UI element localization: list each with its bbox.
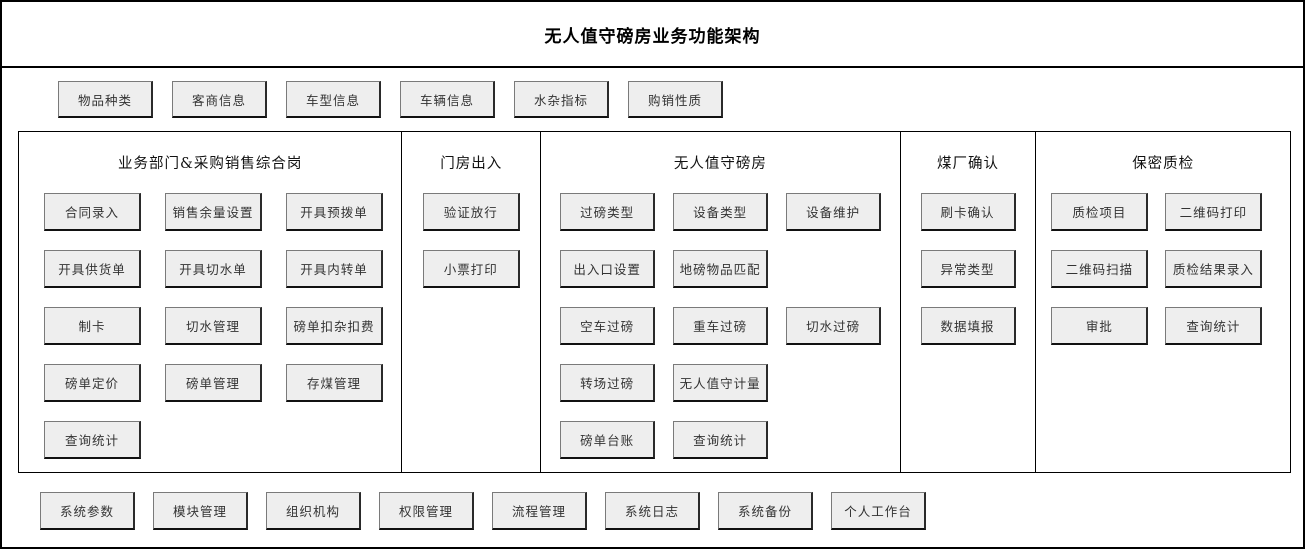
box-moisture-index: 水杂指标 [514,81,609,118]
box-row: 转场过磅 无人值守计量 [560,364,899,402]
box-qc-result-entry: 质检结果录入 [1165,250,1263,288]
column-rows: 合同录入 销售余量设置 开具预拨单 开具供货单 开具切水单 开具内转单 制卡 切… [19,193,401,459]
box-entrance-exit-setting: 出入口设置 [560,250,656,288]
column-header: 无人值守磅房 [673,156,767,172]
box-weighbridge-item-matching: 地磅物品匹配 [673,250,769,288]
box-issue-internal-transfer-slip: 开具内转单 [286,250,383,288]
box-vehicle-model-info: 车型信息 [286,81,381,118]
column-rows: 过磅类型 设备类型 设备维护 出入口设置 地磅物品匹配 空车过磅 重车过磅 切水… [541,193,899,459]
box-system-parameters: 系统参数 [40,492,135,530]
column-header: 门房出入 [440,156,503,172]
box-approval: 审批 [1051,307,1149,345]
box-row: 查询统计 [44,421,401,459]
box-query-statistics: 查询统计 [44,421,141,459]
column-unattended-weighbridge: 无人值守磅房 过磅类型 设备类型 设备维护 出入口设置 地磅物品匹配 空车过磅 … [541,132,901,472]
box-row: 刷卡确认 [920,193,1016,231]
box-personal-workbench: 个人工作台 [831,492,926,530]
box-query-statistics: 查询统计 [1165,307,1263,345]
box-issue-supply-slip: 开具供货单 [44,250,141,288]
box-issue-preallocation-slip: 开具预拨单 [286,193,383,231]
box-qr-code-printing: 二维码打印 [1165,193,1263,231]
box-row: 质检项目 二维码打印 [1051,193,1290,231]
box-row: 异常类型 [920,250,1016,288]
box-vehicle-info: 车辆信息 [400,81,495,118]
box-row: 开具供货单 开具切水单 开具内转单 [44,250,401,288]
box-qr-code-scanning: 二维码扫描 [1051,250,1149,288]
box-row: 合同录入 销售余量设置 开具预拨单 [44,193,401,231]
box-row: 出入口设置 地磅物品匹配 [560,250,899,288]
box-loaded-vehicle-weighing: 重车过磅 [673,307,769,345]
column-business-dept: 业务部门&采购销售综合岗 合同录入 销售余量设置 开具预拨单 开具供货单 开具切… [19,132,403,472]
box-transfer-weighing: 转场过磅 [560,364,656,402]
box-slip-ledger: 磅单台账 [560,421,656,459]
box-card-making: 制卡 [44,307,141,345]
box-process-management: 流程管理 [492,492,587,530]
box-water-cut-management: 切水管理 [165,307,262,345]
box-device-maintenance: 设备维护 [786,193,882,231]
box-verify-release: 验证放行 [422,193,520,231]
page-title: 无人值守磅房业务功能架构 [544,26,761,47]
column-confidential-qc: 保密质检 质检项目 二维码打印 二维码扫描 质检结果录入 审批 查询统计 [1036,132,1290,472]
box-slip-management: 磅单管理 [165,364,262,402]
box-organization-structure: 组织机构 [266,492,361,530]
box-purchase-sale-type: 购销性质 [628,81,723,118]
box-slip-pricing: 磅单定价 [44,364,141,402]
box-system-backup: 系统备份 [718,492,813,530]
box-data-filling: 数据填报 [920,307,1016,345]
box-unattended-metering: 无人值守计量 [673,364,769,402]
column-header: 煤厂确认 [937,156,999,172]
box-weighing-type: 过磅类型 [560,193,656,231]
box-query-statistics: 查询统计 [673,421,769,459]
box-row: 过磅类型 设备类型 设备维护 [560,193,899,231]
column-gate-house: 门房出入 验证放行 小票打印 [402,132,542,472]
box-system-log: 系统日志 [605,492,700,530]
system-modules-row: 系统参数 模块管理 组织机构 权限管理 流程管理 系统日志 系统备份 个人工作台 [40,492,926,530]
box-ticket-printing: 小票打印 [422,250,520,288]
column-coal-plant-confirmation: 煤厂确认 刷卡确认 异常类型 数据填报 [901,132,1037,472]
main-panel: 业务部门&采购销售综合岗 合同录入 销售余量设置 开具预拨单 开具供货单 开具切… [18,131,1291,473]
box-empty-vehicle-weighing: 空车过磅 [560,307,656,345]
box-device-type: 设备类型 [673,193,769,231]
box-water-cut-weighing: 切水过磅 [786,307,882,345]
box-contract-entry: 合同录入 [44,193,141,231]
box-coal-storage-management: 存煤管理 [286,364,383,402]
box-permission-management: 权限管理 [379,492,474,530]
column-header: 保密质检 [1132,156,1195,172]
box-row: 空车过磅 重车过磅 切水过磅 [560,307,899,345]
box-exception-type: 异常类型 [920,250,1016,288]
box-slip-deduction: 磅单扣杂扣费 [286,307,383,345]
box-row: 数据填报 [920,307,1016,345]
box-row: 审批 查询统计 [1051,307,1290,345]
box-row: 磅单台账 查询统计 [560,421,899,459]
box-module-management: 模块管理 [153,492,248,530]
box-customer-info: 客商信息 [172,81,267,118]
column-rows: 刷卡确认 异常类型 数据填报 [901,193,1036,345]
column-rows: 验证放行 小票打印 [402,193,540,288]
title-bar: 无人值守磅房业务功能架构 [2,2,1303,68]
box-card-swipe-confirmation: 刷卡确认 [920,193,1016,231]
box-item-type: 物品种类 [58,81,153,118]
box-row: 制卡 切水管理 磅单扣杂扣费 [44,307,401,345]
box-row: 小票打印 [422,250,520,288]
column-rows: 质检项目 二维码打印 二维码扫描 质检结果录入 审批 查询统计 [1036,193,1290,345]
column-header: 业务部门&采购销售综合岗 [117,156,303,172]
box-row: 二维码扫描 质检结果录入 [1051,250,1290,288]
box-row: 磅单定价 磅单管理 存煤管理 [44,364,401,402]
base-data-row: 物品种类 客商信息 车型信息 车辆信息 水杂指标 购销性质 [58,81,723,118]
box-qc-items: 质检项目 [1051,193,1149,231]
box-issue-water-cut-slip: 开具切水单 [165,250,262,288]
box-row: 验证放行 [422,193,520,231]
box-sales-margin-setting: 销售余量设置 [165,193,262,231]
